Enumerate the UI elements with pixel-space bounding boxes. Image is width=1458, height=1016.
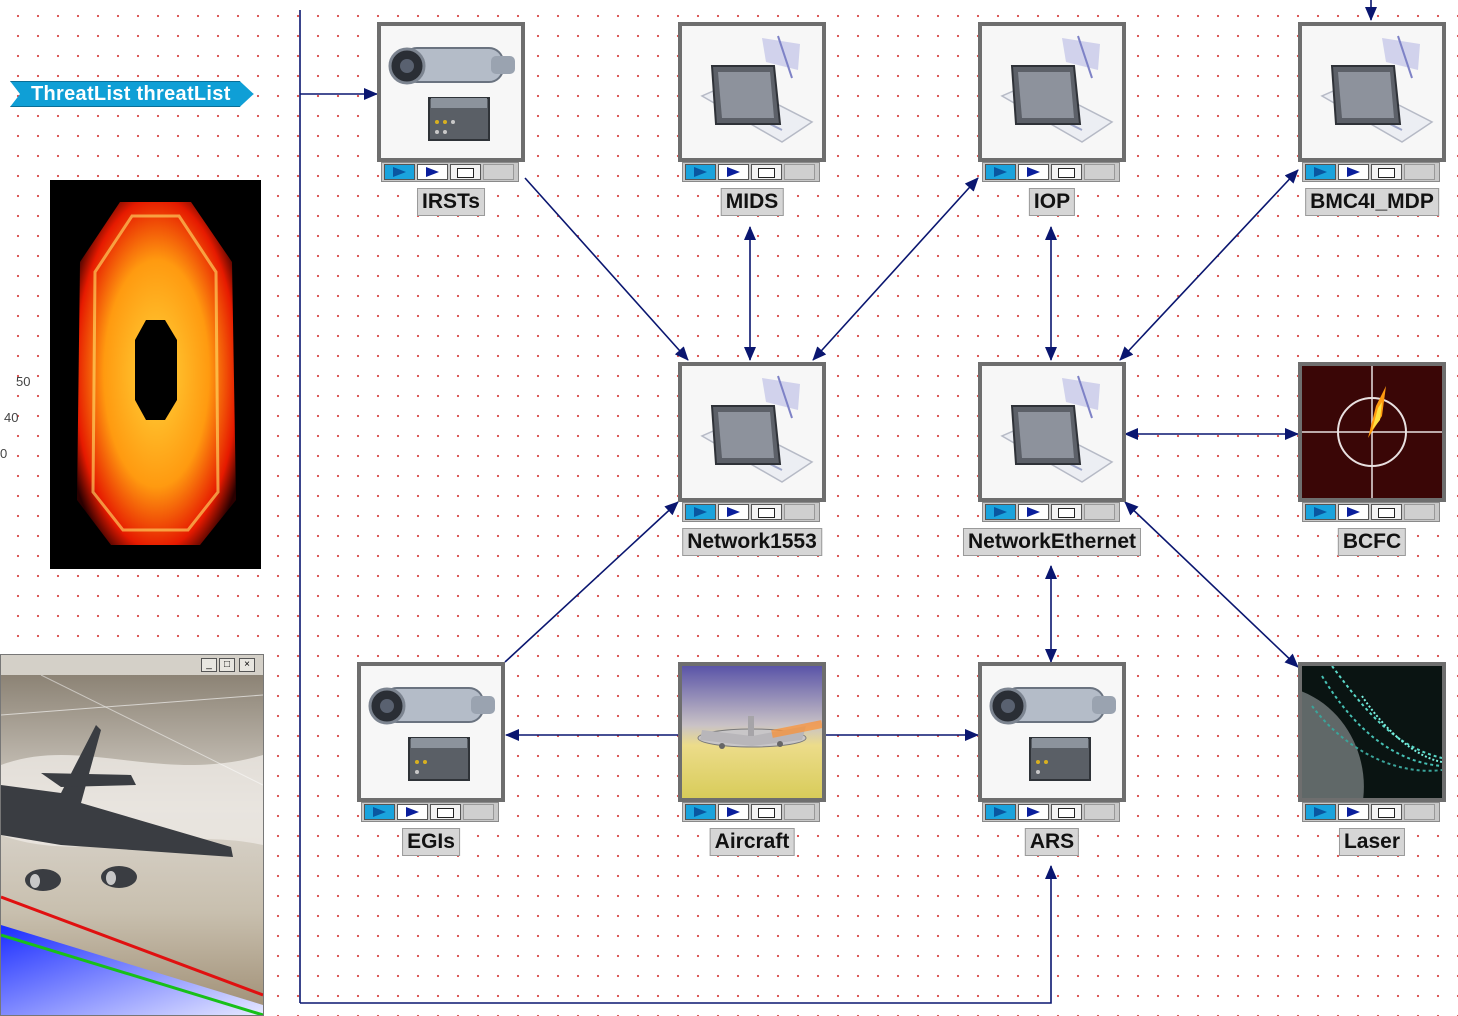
axis-tick-label: 0 — [0, 446, 8, 461]
viewer-window[interactable]: _ □ × — [0, 654, 264, 1016]
play-icon[interactable] — [1018, 504, 1049, 520]
irsts-controls — [381, 162, 519, 182]
sensor-pod-icon — [978, 662, 1126, 802]
blank-control[interactable] — [784, 164, 815, 180]
play-icon[interactable] — [1018, 164, 1049, 180]
aircraft-controls — [682, 802, 820, 822]
heatmap-image — [50, 180, 261, 569]
run-icon[interactable] — [384, 164, 415, 180]
window-icon[interactable] — [751, 504, 782, 520]
viewer-titlebar[interactable]: _ □ × — [1, 655, 263, 676]
play-icon[interactable] — [718, 504, 749, 520]
block-label: Laser — [1338, 828, 1406, 856]
play-icon[interactable] — [1338, 804, 1369, 820]
close-icon[interactable]: × — [239, 658, 255, 672]
iop-controls — [982, 162, 1120, 182]
blank-control[interactable] — [784, 504, 815, 520]
play-icon[interactable] — [1338, 164, 1369, 180]
window-icon[interactable] — [1051, 504, 1082, 520]
blank-control[interactable] — [784, 804, 815, 820]
minimize-icon[interactable]: _ — [201, 658, 217, 672]
play-icon[interactable] — [397, 804, 428, 820]
play-icon[interactable] — [1018, 804, 1049, 820]
play-icon[interactable] — [1338, 504, 1369, 520]
sensor-pod-icon — [357, 662, 505, 802]
egis-controls — [361, 802, 499, 822]
axis-tick-label: 50 — [16, 374, 31, 389]
maximize-icon[interactable]: □ — [219, 658, 235, 672]
block-label: IOP — [1028, 188, 1076, 216]
run-icon[interactable] — [685, 164, 716, 180]
run-icon[interactable] — [685, 504, 716, 520]
computer-icon — [678, 22, 826, 162]
bmc4i-controls — [1302, 162, 1440, 182]
bcfc-controls — [1302, 502, 1440, 522]
window-icon[interactable] — [751, 164, 782, 180]
block-label: Network1553 — [682, 528, 822, 556]
run-icon[interactable] — [985, 804, 1016, 820]
blank-control[interactable] — [1084, 504, 1115, 520]
blank-control[interactable] — [1084, 164, 1115, 180]
axis-ticks: 50 40 0 — [0, 360, 40, 470]
threatlist-port[interactable]: ThreatList threatList — [10, 81, 254, 107]
window-icon[interactable] — [1371, 164, 1402, 180]
run-icon[interactable] — [985, 504, 1016, 520]
play-icon[interactable] — [417, 164, 448, 180]
run-icon[interactable] — [985, 164, 1016, 180]
run-icon[interactable] — [685, 804, 716, 820]
window-icon[interactable] — [450, 164, 481, 180]
networkethernet-controls — [982, 502, 1120, 522]
laser-controls — [1302, 802, 1440, 822]
window-icon[interactable] — [1051, 804, 1082, 820]
blank-control[interactable] — [1404, 164, 1435, 180]
radar-scope-icon — [1298, 362, 1446, 502]
wire-bus-to-ars — [300, 865, 1057, 1004]
blank-control[interactable] — [1084, 804, 1115, 820]
blank-control[interactable] — [1404, 504, 1435, 520]
wire-irsts-to-network1553 — [524, 177, 689, 361]
blank-control[interactable] — [1404, 804, 1435, 820]
computer-icon — [978, 22, 1126, 162]
wire-networkethernet-laser — [1124, 501, 1299, 668]
network1553-controls — [682, 502, 820, 522]
block-label: BCFC — [1337, 528, 1407, 556]
run-icon[interactable] — [364, 804, 395, 820]
run-icon[interactable] — [1305, 804, 1336, 820]
window-icon[interactable] — [1051, 164, 1082, 180]
mids-controls — [682, 162, 820, 182]
laser-icon — [1298, 662, 1446, 802]
block-label: MIDS — [720, 188, 784, 216]
block-label: EGIs — [402, 828, 460, 856]
ars-controls — [982, 802, 1120, 822]
computer-icon — [978, 362, 1126, 502]
irsts-icon — [377, 22, 525, 162]
computer-icon — [1298, 22, 1446, 162]
window-icon[interactable] — [751, 804, 782, 820]
blank-control[interactable] — [483, 164, 514, 180]
block-label: IRSTs — [417, 188, 485, 216]
block-label: NetworkEthernet — [962, 528, 1142, 556]
computer-icon — [678, 362, 826, 502]
window-icon[interactable] — [1371, 804, 1402, 820]
window-icon[interactable] — [1371, 504, 1402, 520]
axis-tick-label: 40 — [4, 410, 19, 425]
block-label: ARS — [1024, 828, 1080, 856]
aircraft-icon — [678, 662, 826, 802]
wire-egis-to-network1553 — [504, 501, 679, 663]
run-icon[interactable] — [1305, 504, 1336, 520]
wire-iop-network1553 — [812, 177, 979, 361]
run-icon[interactable] — [1305, 164, 1336, 180]
play-icon[interactable] — [718, 804, 749, 820]
blank-control[interactable] — [463, 804, 494, 820]
block-label: Aircraft — [709, 828, 795, 856]
window-icon[interactable] — [430, 804, 461, 820]
play-icon[interactable] — [718, 164, 749, 180]
block-label: BMC4I_MDP — [1305, 188, 1439, 216]
wire-bmc4i-networkethernet — [1119, 169, 1299, 361]
